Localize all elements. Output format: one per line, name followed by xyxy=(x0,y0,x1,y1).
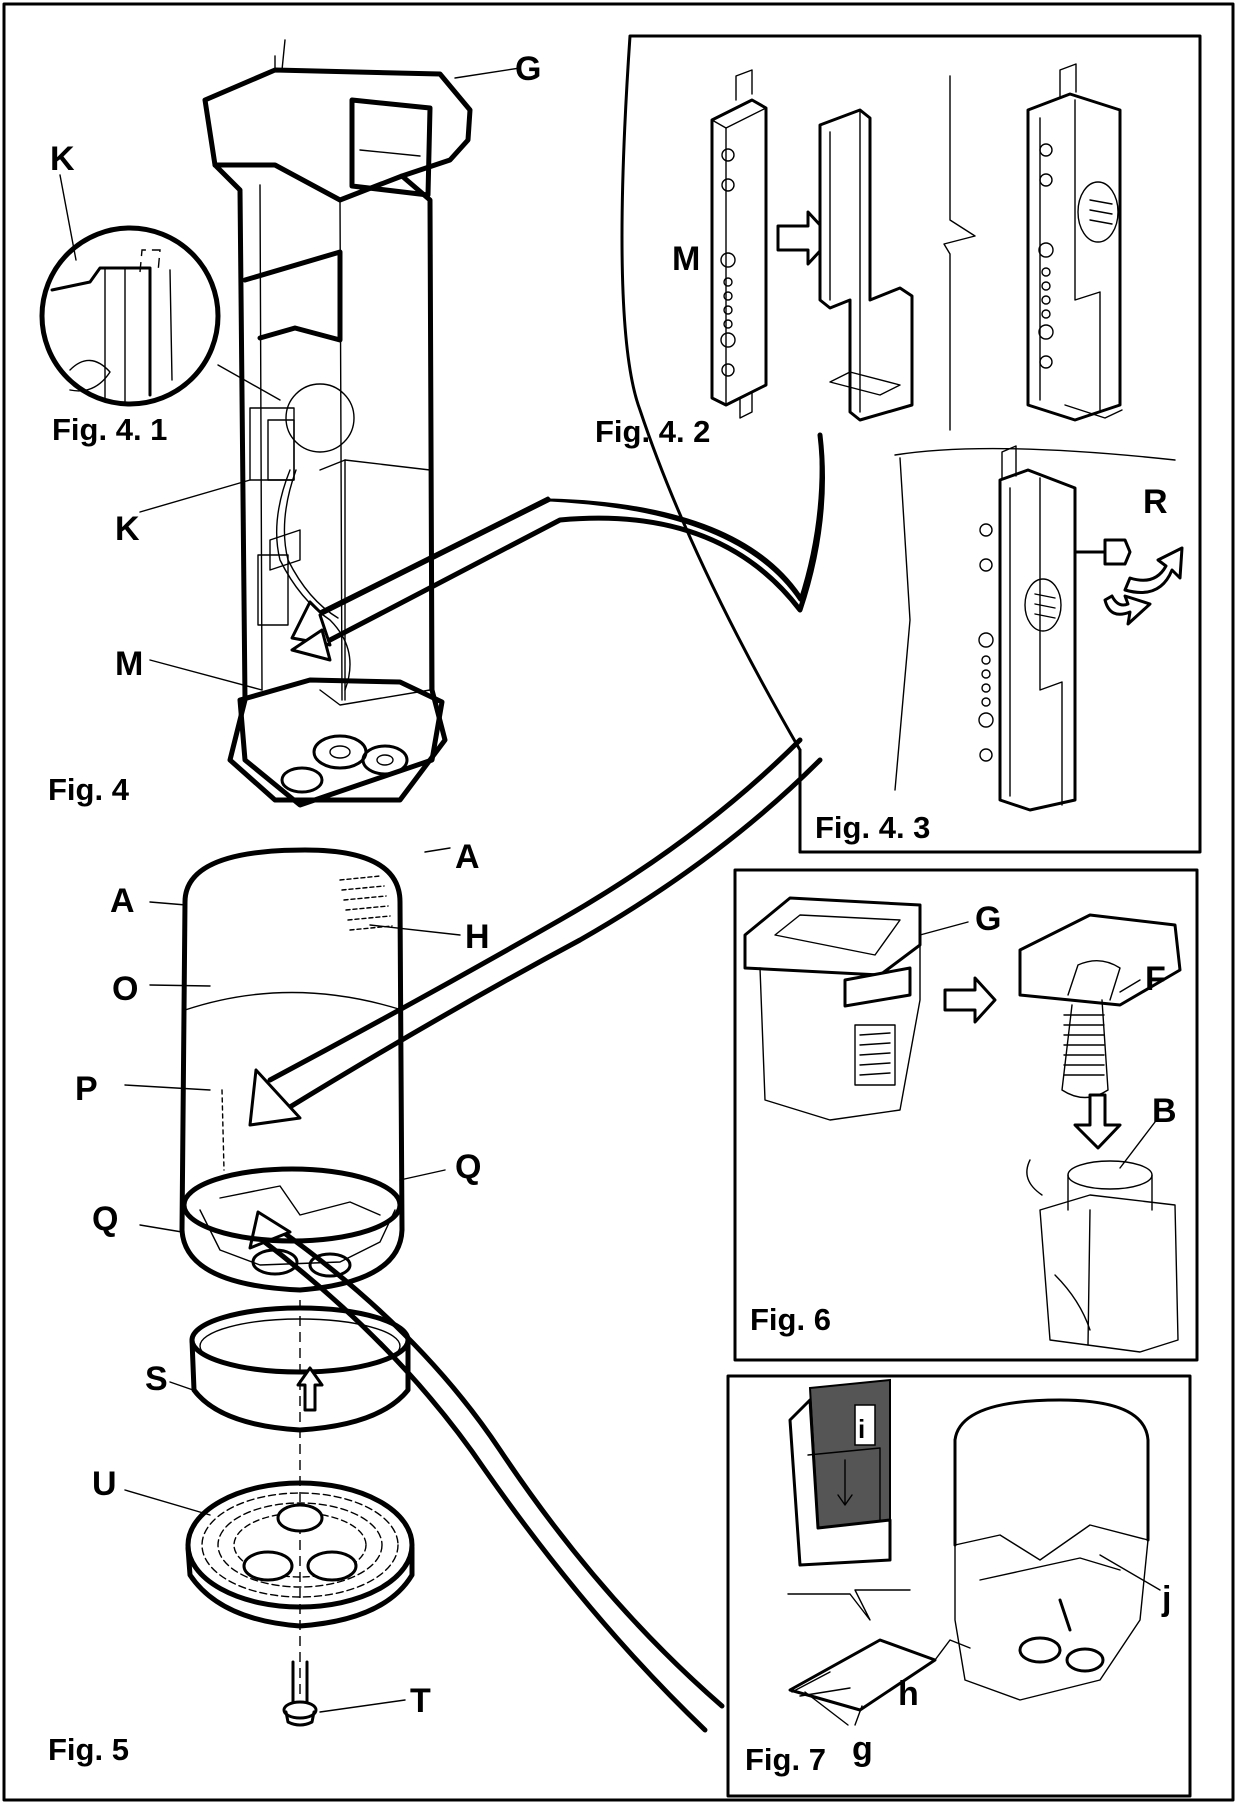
label-m-fig42: M xyxy=(672,240,700,278)
push-arrow-icon xyxy=(943,976,997,1024)
label-o: O xyxy=(112,970,138,1008)
rotate-arrow-icon xyxy=(1123,546,1184,594)
down-arrow-icon xyxy=(1073,1093,1122,1150)
caption-fig6: Fig. 6 xyxy=(750,1302,831,1337)
curved-arrow-head xyxy=(290,628,332,662)
break-line xyxy=(943,75,976,431)
label-a-right: A xyxy=(455,838,480,876)
fig6-drawing xyxy=(743,896,1182,1353)
curved-arrow-icon xyxy=(277,1227,725,1709)
label-b: B xyxy=(1152,1092,1177,1130)
caption-fig4-1: Fig. 4. 1 xyxy=(52,412,167,447)
label-j: j xyxy=(1161,1580,1171,1618)
fig7-frame xyxy=(726,1374,1192,1798)
grille-u-drawing xyxy=(185,1480,415,1629)
ring-s-drawing xyxy=(189,1305,411,1433)
fig4-1-detail xyxy=(39,225,221,407)
bracket-m-drawing xyxy=(710,69,768,419)
label-p: P xyxy=(75,1070,98,1108)
fig7-drawing xyxy=(787,1378,1161,1712)
curved-arrow-head xyxy=(248,1068,302,1127)
figure-captions: Fig. 4. 1 Fig. 4. 2 Fig. 4 Fig. 4. 3 Fig… xyxy=(48,412,930,1777)
vent-grille xyxy=(339,875,393,931)
label-i: i xyxy=(858,1414,865,1444)
channel-drawing xyxy=(818,108,914,422)
label-q-left: Q xyxy=(92,1200,118,1238)
label-a-left: A xyxy=(110,882,135,920)
label-g-fig6: G xyxy=(975,900,1001,938)
label-h: H xyxy=(465,918,490,956)
curved-arrow-icon xyxy=(290,433,823,647)
label-g-fig7: g xyxy=(852,1730,873,1768)
label-k-detail: K xyxy=(50,140,75,178)
label-k-body: K xyxy=(115,510,140,548)
up-arrow-icon xyxy=(296,1366,324,1412)
rotate-arrow-icon xyxy=(1103,594,1152,626)
duct-housing-drawing xyxy=(202,39,473,808)
label-u: U xyxy=(92,1465,117,1503)
label-m-body: M xyxy=(115,645,143,683)
label-q-right: Q xyxy=(455,1148,481,1186)
fig4-3-drawing xyxy=(894,445,1176,812)
caption-fig7: Fig. 7 xyxy=(745,1742,826,1777)
label-s: S xyxy=(145,1360,168,1398)
curved-arrow-icon xyxy=(327,432,825,643)
caption-fig4-2: Fig. 4. 2 xyxy=(595,414,710,449)
label-g-top: G xyxy=(515,50,541,88)
caption-fig4: Fig. 4 xyxy=(48,772,130,807)
part-labels: G K K M M R A A H O P Q Q S U T G F B i … xyxy=(50,50,1177,1768)
curved-arrow-icon xyxy=(267,737,803,1083)
screw-t-drawing xyxy=(282,1660,318,1727)
label-h-fig7: h xyxy=(898,1675,919,1713)
assembled-bracket-drawing xyxy=(1026,63,1123,422)
curved-arrow-icon xyxy=(282,757,823,1113)
label-t: T xyxy=(410,1682,431,1720)
caption-fig4-3: Fig. 4. 3 xyxy=(815,810,930,845)
cylinder-cover-drawing xyxy=(179,847,405,1293)
label-r: R xyxy=(1143,483,1168,521)
leader-lines xyxy=(59,67,1156,1726)
fig4-2-frame xyxy=(620,34,1202,854)
detail-leader xyxy=(217,364,281,401)
fig6-frame xyxy=(733,868,1199,1362)
label-f: F xyxy=(1145,960,1166,998)
caption-fig5: Fig. 5 xyxy=(48,1732,129,1767)
